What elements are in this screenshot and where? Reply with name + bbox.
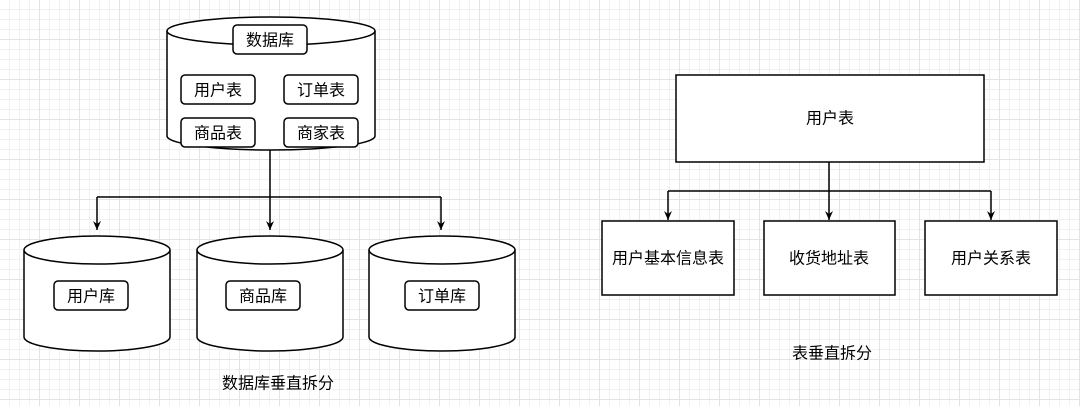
left-caption: 数据库垂直拆分 — [222, 374, 334, 393]
target-database-product-label: 商品库 — [239, 287, 287, 306]
table-box-merchant: 商家表 — [283, 117, 359, 148]
source-table-label: 用户表 — [806, 109, 854, 128]
target-database-order-label: 订单库 — [418, 287, 466, 306]
target-table-address: 收货地址表 — [763, 220, 896, 296]
table-label-product: 商品表 — [194, 124, 242, 143]
target-table-address-label: 收货地址表 — [789, 249, 869, 268]
target-table-relation: 用户关系表 — [924, 220, 1058, 296]
table-label-user: 用户表 — [194, 81, 242, 100]
table-box-user: 用户表 — [180, 74, 256, 105]
source-table-box: 用户表 — [675, 74, 985, 163]
right-caption: 表垂直拆分 — [792, 344, 872, 363]
target-database-product: 商品库 — [196, 235, 344, 352]
right-connector-lines — [664, 162, 995, 220]
target-database-order: 订单库 — [368, 235, 516, 352]
target-database-user: 用户库 — [23, 235, 171, 352]
left-connector-lines — [93, 150, 445, 230]
target-database-user-label: 用户库 — [67, 287, 115, 306]
table-label-order: 订单表 — [297, 81, 345, 100]
table-box-order: 订单表 — [283, 74, 359, 105]
table-label-merchant: 商家表 — [297, 124, 345, 143]
table-box-product: 商品表 — [180, 117, 256, 148]
target-table-relation-label: 用户关系表 — [951, 249, 1031, 268]
source-database-label-box: 数据库 — [232, 24, 308, 55]
target-table-basic-info-label: 用户基本信息表 — [612, 249, 724, 268]
target-table-basic-info: 用户基本信息表 — [601, 220, 735, 296]
source-database-label: 数据库 — [246, 31, 294, 50]
